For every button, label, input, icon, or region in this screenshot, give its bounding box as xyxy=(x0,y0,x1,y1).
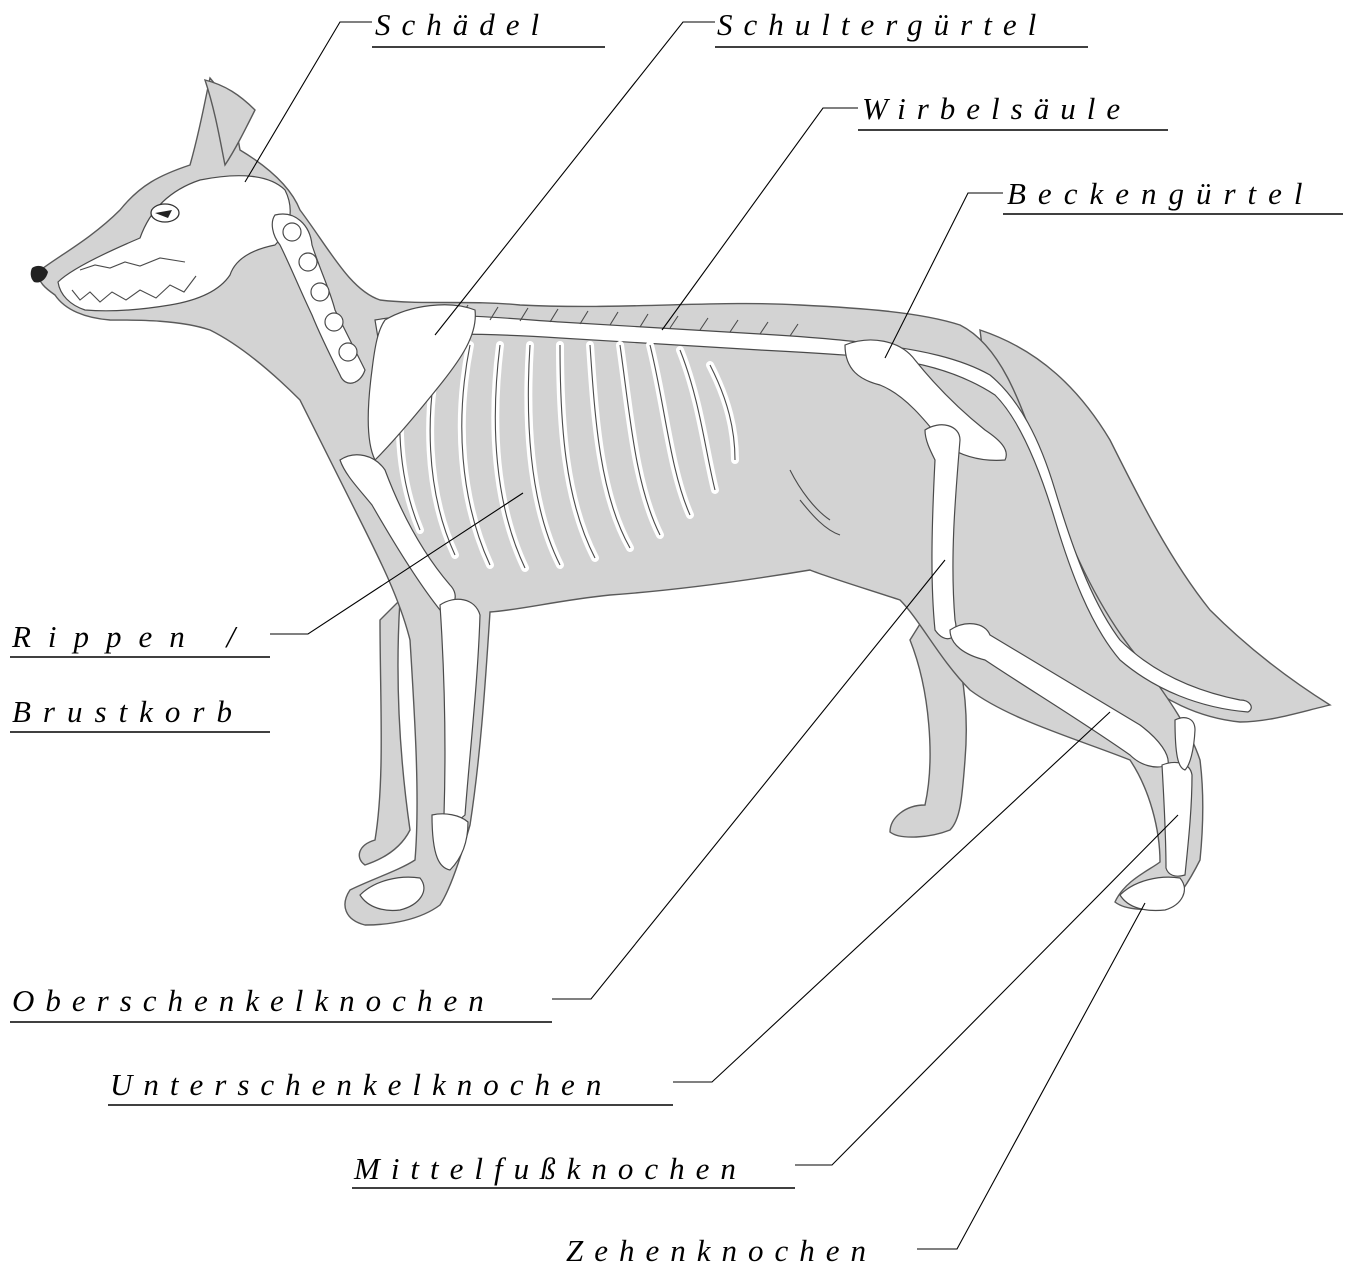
label-rippen-line2: Brustkorb xyxy=(12,694,244,730)
label-rippen-line1: Rippen / xyxy=(12,619,252,655)
leader-oberschenkel xyxy=(552,560,945,999)
label-mittelfuss: Mittelfußknochen xyxy=(354,1151,747,1187)
label-schultergurtel: Schultergürtel xyxy=(717,7,1047,43)
label-zehen: Zehenknochen xyxy=(566,1233,877,1269)
label-beckengurtel: Beckengürtel xyxy=(1007,176,1315,212)
label-wirbelsaule: Wirbelsäule xyxy=(862,91,1131,127)
leader-zehen xyxy=(917,903,1145,1249)
leader-wirbelsaule xyxy=(662,108,858,330)
leader-mittelfuss xyxy=(795,815,1178,1165)
label-oberschenkel: Oberschenkelknochen xyxy=(12,983,495,1019)
label-schaedel: Schädel xyxy=(375,7,550,43)
leader-unterschenkel xyxy=(673,712,1110,1082)
leader-schaedel xyxy=(245,22,372,182)
label-unterschenkel: Unterschenkelknochen xyxy=(110,1067,612,1103)
leader-schultergurtel xyxy=(435,22,715,335)
